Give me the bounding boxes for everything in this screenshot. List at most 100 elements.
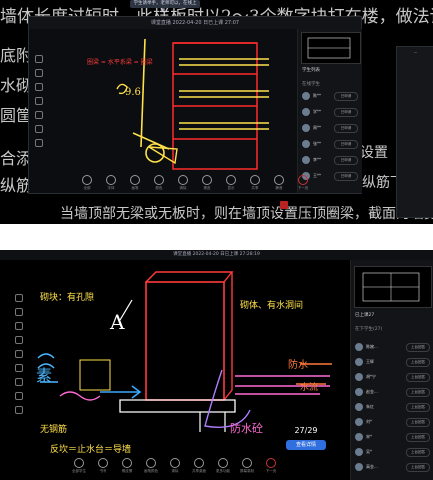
whiteboard-canvas[interactable]	[0, 260, 350, 450]
toolbar-button[interactable]: 清除	[175, 175, 191, 191]
student-row[interactable]: 胡*宁上台回答	[351, 372, 433, 382]
student-row[interactable]: 王辉 上台回答	[351, 357, 433, 367]
student-row[interactable]: 高金...上台回答	[351, 462, 433, 472]
student-action-button[interactable]: 上台回答	[406, 418, 430, 427]
bg-text-line: 水砌	[0, 76, 33, 95]
student-action-button[interactable]: 上台回答	[406, 358, 430, 367]
toolbar-icon	[202, 175, 212, 185]
toolbar-button[interactable]: 屏幕录制	[239, 458, 255, 474]
toolbar-button[interactable]: 全部学生	[71, 458, 87, 474]
toolbar-button[interactable]: 清除	[167, 458, 183, 474]
student-row[interactable]: 李**已申请	[298, 155, 362, 165]
student-row[interactable]: 周**已申请	[298, 123, 362, 133]
shape-icon[interactable]	[15, 322, 23, 330]
shape-icon[interactable]	[35, 83, 43, 91]
window-title: 课堂直播 2022-04-20 日已上课 27:07	[29, 17, 361, 29]
toolbar-button[interactable]: 画笔颜色	[143, 458, 159, 474]
whiteboard-canvas[interactable]	[29, 29, 297, 175]
student-name: 陈**	[313, 93, 321, 98]
pointer-icon[interactable]	[35, 55, 43, 63]
student-action-button[interactable]: 上台回答	[406, 388, 430, 397]
redo-icon[interactable]	[15, 378, 23, 386]
student-action-button[interactable]: 上台回答	[406, 463, 430, 472]
page-counter: 27/29	[294, 426, 318, 435]
eraser-icon[interactable]	[35, 111, 43, 119]
student-row[interactable]: 吴*上台回答	[351, 447, 433, 457]
student-action-button[interactable]: 已申请	[334, 92, 358, 101]
student-action-button[interactable]: 上台回答	[406, 403, 430, 412]
screenshot-top: 墙体长度过短时，此样板时以2～3个数字块打在楼，做法详见900.9.2 底附 水…	[0, 0, 433, 224]
student-row[interactable]: 宋*上台回答	[351, 432, 433, 442]
student-action-button[interactable]: 已申请	[334, 156, 358, 165]
pen-icon[interactable]	[15, 308, 23, 316]
avatar	[355, 418, 363, 426]
toolbar-button[interactable]: 书写	[95, 458, 111, 474]
avatar	[355, 373, 363, 381]
toolbar-icon	[274, 175, 284, 185]
pointer-icon[interactable]	[15, 294, 23, 302]
sidebar-tab[interactable]: 学生列表	[302, 68, 320, 73]
preview-thumbnail[interactable]	[354, 266, 432, 308]
toolbar-button[interactable]: 共享桌面	[191, 458, 207, 474]
student-row[interactable]: 陈** 已申请	[298, 91, 362, 101]
student-row[interactable]: 学**已申请	[298, 107, 362, 117]
toolbar-label: 橡皮擦	[121, 469, 133, 473]
toolbar-icon	[242, 458, 252, 468]
student-row[interactable]: 张**已申请	[298, 139, 362, 149]
student-action-button[interactable]: 上台回答	[406, 373, 430, 382]
student-row[interactable]: 陈婉...上台回答	[351, 342, 433, 352]
toolbar-button[interactable]: 共享	[247, 175, 263, 191]
student-action-button[interactable]: 上台回答	[406, 343, 430, 352]
toolbar-button[interactable]: 下一页	[295, 175, 311, 191]
toolbar-label: 更多功能	[216, 469, 230, 473]
toolbar-label: 画笔颜色	[144, 469, 158, 473]
toolbar-icon	[146, 458, 156, 468]
label-rebar: 无钢筋	[40, 425, 68, 435]
avatar	[302, 156, 310, 164]
toolbar-button[interactable]: 字体	[103, 175, 119, 191]
student-action-button[interactable]: 已申请	[334, 124, 358, 133]
toolbar-button[interactable]: 画笔	[127, 175, 143, 191]
text-icon[interactable]	[35, 97, 43, 105]
view-details-button[interactable]: 查看详情	[286, 440, 326, 450]
trash-icon[interactable]	[15, 392, 23, 400]
student-action-button[interactable]: 已申请	[334, 172, 358, 181]
sidebar-tab[interactable]: 已上课27	[355, 313, 375, 318]
toolbar-button[interactable]: 全部	[79, 175, 95, 191]
toolbar-icon	[122, 458, 132, 468]
text-icon[interactable]	[15, 336, 23, 344]
toolbar-label: 字体	[107, 186, 115, 190]
block-outline	[145, 281, 225, 401]
settings-icon[interactable]	[15, 406, 23, 414]
notice-banner[interactable]: 学生请举手，老师可以，在线上课。	[130, 0, 200, 14]
avatar	[355, 433, 363, 441]
student-name: 王辉	[366, 359, 374, 364]
toolbar-icon	[298, 175, 308, 185]
toolbar-button[interactable]: 下一页	[263, 458, 279, 474]
avatar	[355, 388, 363, 396]
toolbar-icon	[170, 458, 180, 468]
toolbar-label: 静音	[275, 186, 283, 190]
toolbar-button[interactable]: 橡皮擦	[119, 458, 135, 474]
toolbar-button[interactable]: 更多功能	[215, 458, 231, 474]
student-action-button[interactable]: 上台回答	[406, 448, 430, 457]
toolbar-button[interactable]: 颜色	[151, 175, 167, 191]
undo-icon[interactable]	[15, 364, 23, 372]
eraser-icon[interactable]	[15, 350, 23, 358]
cursor-marker	[280, 201, 288, 209]
student-action-button[interactable]: 已申请	[334, 108, 358, 117]
preview-thumbnail[interactable]	[301, 32, 361, 64]
toolbar-button[interactable]: 显示	[223, 175, 239, 191]
student-action-button[interactable]: 已申请	[334, 140, 358, 149]
redo-icon[interactable]	[35, 139, 43, 147]
history-panel: ···	[396, 46, 433, 218]
undo-icon[interactable]	[35, 125, 43, 133]
student-row[interactable]: 朱红上台回答	[351, 402, 433, 412]
pen-icon[interactable]	[35, 69, 43, 77]
student-action-button[interactable]: 上台回答	[406, 433, 430, 442]
toolbar-icon	[226, 175, 236, 185]
toolbar-button[interactable]: 静音	[271, 175, 287, 191]
student-row[interactable]: 赵金...上台回答	[351, 387, 433, 397]
toolbar-button[interactable]: 橡皮	[199, 175, 215, 191]
student-row[interactable]: 刘*上台回答	[351, 417, 433, 427]
